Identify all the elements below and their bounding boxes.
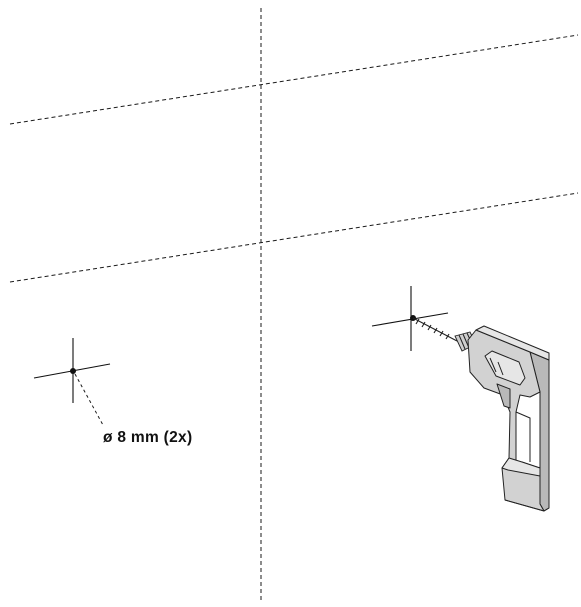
left-drill-hole-dot [70, 368, 76, 374]
drill-bit [412, 317, 458, 342]
drill-grip-line [515, 411, 531, 462]
power-drill-illustration [412, 317, 550, 512]
right-crosshair-horizontal [371, 312, 449, 327]
lower-horizontal-guide-line [9, 192, 579, 283]
drill-base-bottom-edge [504, 499, 550, 512]
label-leader-line [74, 373, 104, 426]
drill-motor-window-inner [489, 357, 504, 376]
right-drill-hole-marker [371, 286, 449, 351]
drill-trigger [496, 383, 511, 409]
left-drill-hole-marker [33, 338, 111, 403]
drill-hole-size-label: ø 8 mm (2x) [103, 429, 192, 446]
drill-top-face [475, 325, 550, 361]
upper-horizontal-guide-line [9, 34, 579, 125]
drill-battery-base [501, 457, 541, 477]
drill-motor-window [484, 350, 526, 386]
drill-bit-flutes [415, 318, 450, 340]
